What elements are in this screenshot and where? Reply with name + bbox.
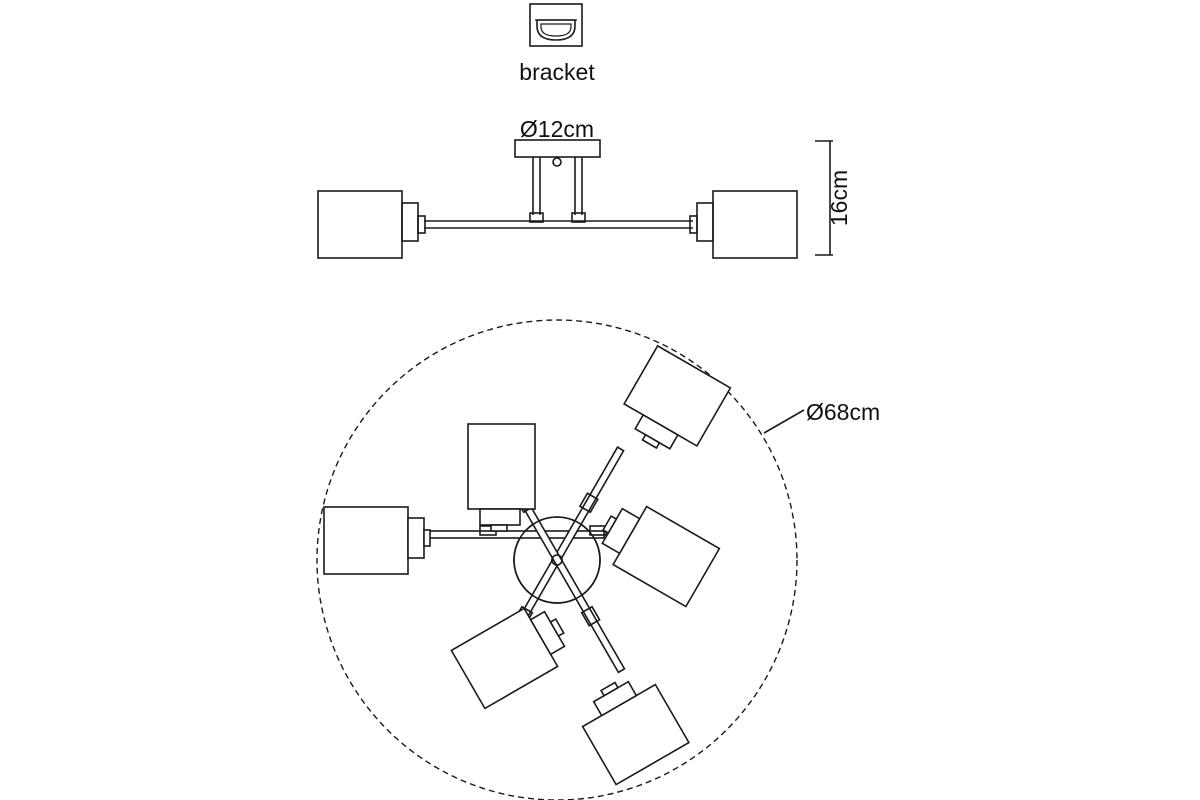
bracket-icon [529,3,583,47]
width-dimension-label: Ø12cm [520,116,594,142]
top-view: Ø68cm [316,319,880,800]
overall-diameter-circle [316,319,798,800]
bracket-label: bracket [519,59,595,85]
top-shade-lower-left [450,607,566,710]
side-shade-right [712,190,798,259]
diameter-leader [763,409,805,434]
top-shade-right [601,505,721,608]
side-canopy [514,139,601,158]
top-shade-bottom [581,680,690,786]
side-shade-left [317,190,403,259]
height-dimension-label: 16cm [826,170,852,226]
diameter-label: Ø68cm [806,399,880,425]
top-shade-upper-left [467,423,536,532]
top-shade-left [323,506,431,575]
height-dimension [815,140,833,256]
side-view: Ø12cm 16cm [317,116,852,259]
top-shade-top-right [623,344,732,450]
